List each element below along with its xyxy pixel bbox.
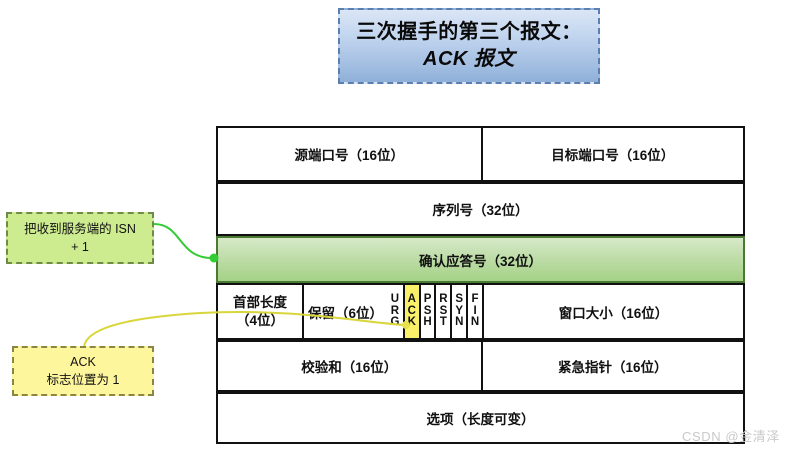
flag-urg-letter-3: G bbox=[390, 316, 400, 329]
flag-ack: A C K bbox=[402, 285, 419, 338]
flag-ack-letter-1: A bbox=[407, 292, 416, 305]
flag-rst-letter-3: T bbox=[439, 316, 447, 329]
flag-urg-letter-2: R bbox=[390, 304, 400, 317]
flag-psh-letter-3: H bbox=[423, 316, 432, 329]
tcp-row-options: 选项（长度可变） bbox=[216, 392, 745, 444]
callout-isn-line-1: 把收到服务端的 ISN bbox=[24, 221, 136, 236]
watermark: CSDN @金清泽 bbox=[681, 429, 780, 444]
field-sequence-number: 序列号（32位） bbox=[432, 203, 529, 218]
callout-isn-line-2: + 1 bbox=[71, 240, 89, 254]
flag-rst-letter-2: S bbox=[439, 304, 448, 317]
flag-fin-letter-1: F bbox=[471, 292, 479, 305]
tcp-row-checksum: 校验和（16位） 紧急指针（16位） bbox=[216, 340, 745, 392]
field-header-length-line2: （4位） bbox=[235, 312, 284, 328]
flag-fin: F I N bbox=[466, 285, 482, 338]
field-reserved: 保留（6位） bbox=[302, 285, 387, 338]
tcp-header-diagram: 源端口号（16位） 目标端口号（16位） 序列号（32位） 确认应答号（32位）… bbox=[216, 126, 745, 444]
tcp-row-flags: 首部长度 （4位） 保留（6位） U R G A C K P S bbox=[216, 283, 745, 340]
tcp-row-acknowledgement: 确认应答号（32位） bbox=[216, 236, 745, 283]
flag-psh: P S H bbox=[418, 285, 435, 338]
flag-syn-letter-1: S bbox=[455, 292, 464, 305]
flag-urg-letter-1: U bbox=[390, 292, 400, 305]
field-urgent-pointer: 紧急指针（16位） bbox=[480, 342, 744, 390]
flag-psh-letter-2: S bbox=[423, 304, 432, 317]
flag-rst-letter-1: R bbox=[439, 292, 448, 305]
title-banner: 三次握手的第三个报文： ACK 报文 bbox=[338, 8, 600, 84]
field-header-length: 首部长度 （4位） bbox=[218, 285, 302, 338]
title-line-2: ACK 报文 bbox=[423, 48, 515, 70]
field-control-flags: U R G A C K P S H R S T bbox=[387, 285, 482, 338]
field-options: 选项（长度可变） bbox=[426, 412, 535, 427]
field-header-length-line1: 首部长度 bbox=[233, 294, 287, 310]
field-destination-port: 目标端口号（16位） bbox=[480, 128, 744, 180]
flag-urg: U R G bbox=[387, 285, 403, 338]
flag-ack-letter-3: K bbox=[407, 316, 416, 329]
callout-ack-line-1: ACK bbox=[70, 354, 96, 369]
field-acknowledgement-number: 确认应答号（32位） bbox=[418, 253, 543, 269]
flag-ack-letter-2: C bbox=[407, 304, 416, 317]
tcp-row-sequence: 序列号（32位） bbox=[216, 182, 745, 236]
callout-isn-note: 把收到服务端的 ISN + 1 bbox=[6, 212, 154, 264]
flag-syn-letter-3: N bbox=[455, 316, 464, 329]
title-line-1: 三次握手的第三个报文： bbox=[356, 21, 582, 43]
flag-rst: R S T bbox=[434, 285, 450, 338]
flag-psh-letter-1: P bbox=[423, 292, 432, 305]
field-source-port: 源端口号（16位） bbox=[294, 148, 405, 163]
flag-syn: S Y N bbox=[450, 285, 466, 338]
callout-ack-flag-note: ACK 标志位置为 1 bbox=[12, 346, 154, 396]
callout-ack-line-2: 标志位置为 1 bbox=[46, 373, 120, 387]
tcp-row-ports: 源端口号（16位） 目标端口号（16位） bbox=[216, 126, 745, 182]
field-checksum: 校验和（16位） bbox=[301, 360, 398, 375]
flag-syn-letter-2: Y bbox=[455, 304, 464, 317]
field-window-size: 窗口大小（16位） bbox=[482, 285, 743, 338]
flag-fin-letter-3: N bbox=[470, 316, 480, 329]
flag-fin-letter-2: I bbox=[473, 304, 477, 317]
connector-isn-line bbox=[153, 223, 213, 259]
